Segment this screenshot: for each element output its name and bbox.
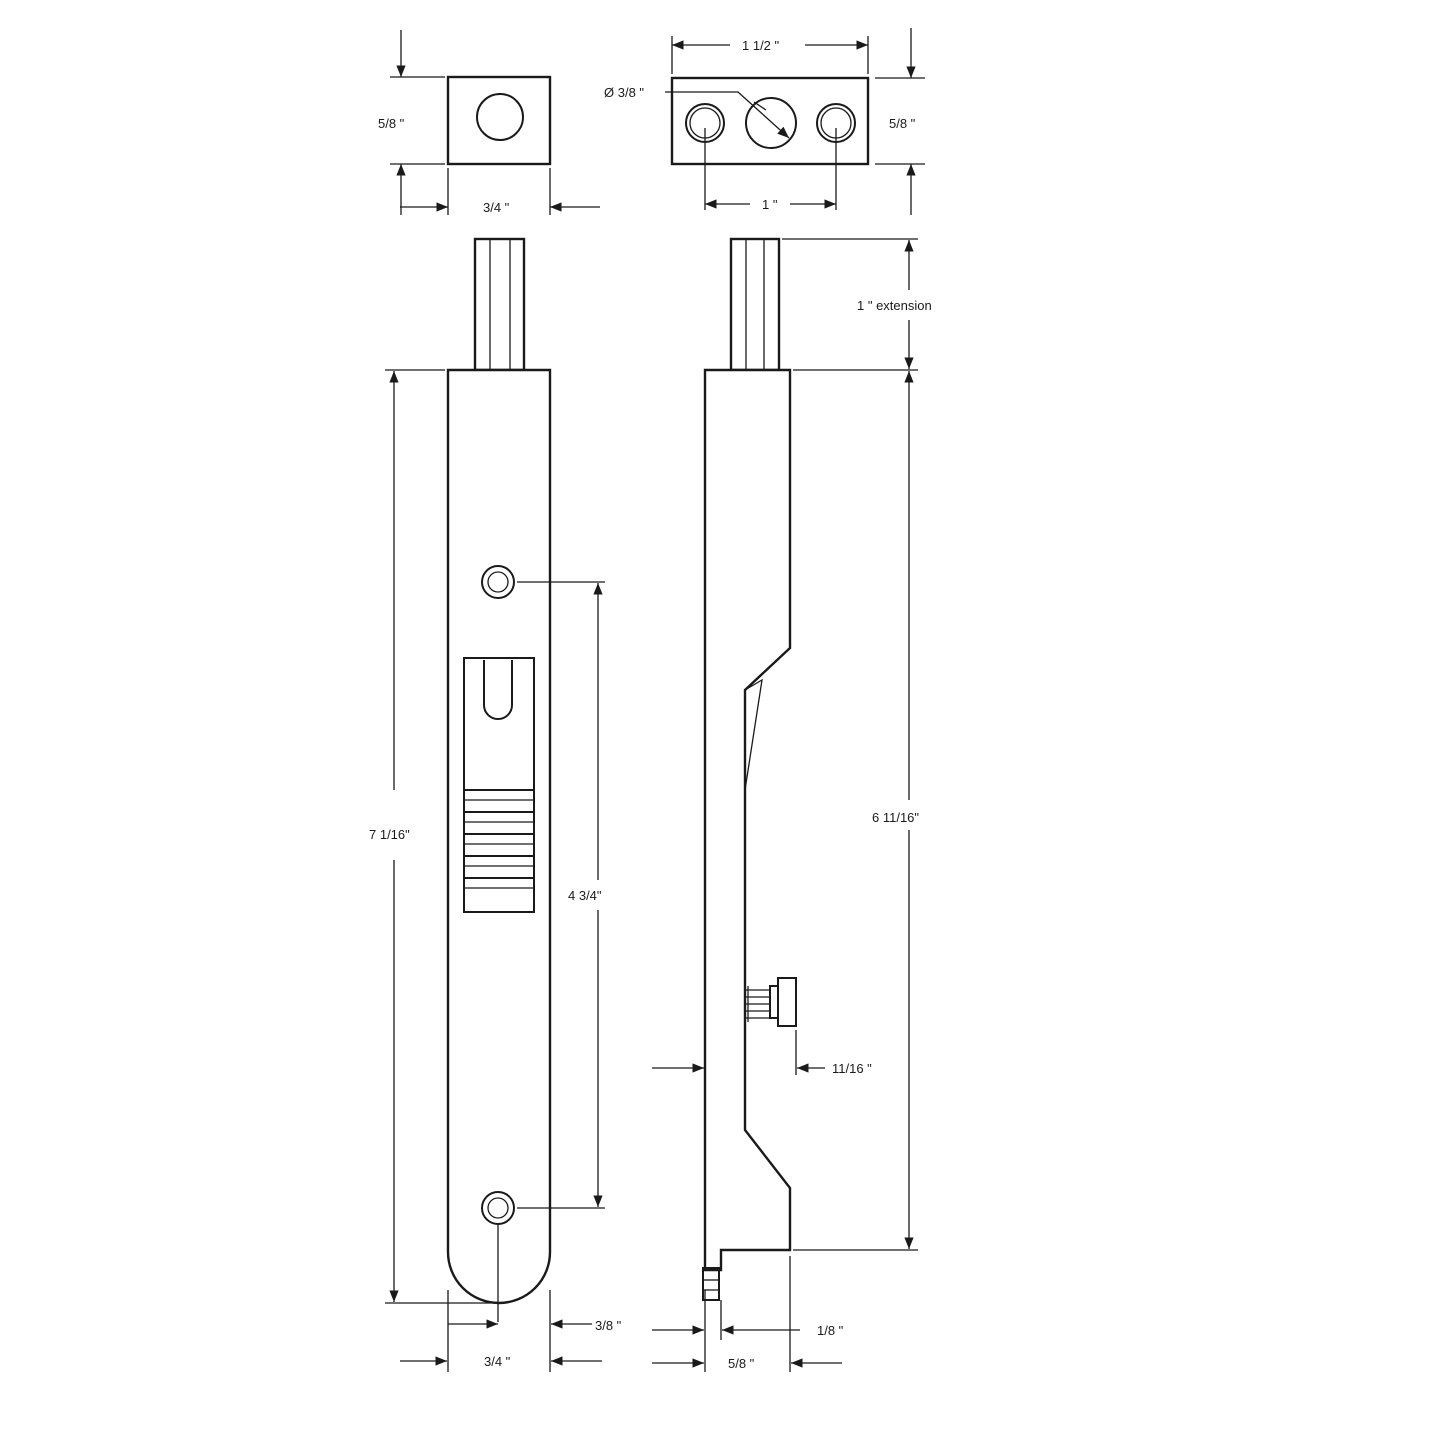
bolt-rod bbox=[473, 237, 526, 372]
dim-bottom-width: 3/4 " bbox=[484, 1354, 511, 1369]
side-bolt-body bbox=[703, 368, 792, 1272]
dim-end-plate-width: 1 1/2 " bbox=[742, 38, 780, 53]
bolt-tip bbox=[702, 1267, 720, 1301]
bolt-hole bbox=[476, 93, 524, 141]
end-view-block: 5/8 " 3/4 " bbox=[378, 30, 600, 215]
end-plate-view: 1 1/2 " Ø 3/8 " 5/8 " 1 " bbox=[604, 28, 925, 215]
dim-hole-diameter: Ø 3/8 " bbox=[604, 85, 644, 100]
side-bolt-rod bbox=[729, 237, 781, 372]
front-view-bolt: 7 1/16" 4 3/4" 3/8 " 3/4 " bbox=[369, 237, 622, 1372]
bolt-body bbox=[446, 368, 552, 1305]
dim-side-depth: 5/8 " bbox=[728, 1356, 755, 1371]
dim-body-length: 6 11/16" bbox=[872, 810, 919, 825]
dim-extension: 1 " extension bbox=[857, 298, 932, 313]
dim-mounting-hole-spacing: 4 3/4" bbox=[568, 888, 602, 903]
side-view-bolt: 1 " extension 6 11/16" 11/16 " 1/8 " 5/8… bbox=[652, 237, 932, 1372]
dim-top-block-height: 5/8 " bbox=[378, 116, 405, 131]
plate-hole-center bbox=[745, 97, 797, 149]
slide-slot bbox=[463, 657, 535, 913]
mounting-screw bbox=[745, 977, 797, 1027]
slide-u-cut bbox=[483, 660, 513, 720]
mounting-hole-top bbox=[481, 565, 515, 599]
dim-bottom-offset: 3/8 " bbox=[595, 1318, 622, 1333]
dim-hole-spacing: 1 " bbox=[762, 197, 778, 212]
dim-end-plate-height: 5/8 " bbox=[889, 116, 916, 131]
grip-ridges bbox=[464, 789, 534, 889]
dim-top-block-width: 3/4 " bbox=[483, 200, 510, 215]
dim-screw-offset: 11/16 " bbox=[832, 1061, 872, 1076]
dim-overall-length: 7 1/16" bbox=[369, 827, 410, 842]
dim-side-offset: 1/8 " bbox=[817, 1323, 844, 1338]
